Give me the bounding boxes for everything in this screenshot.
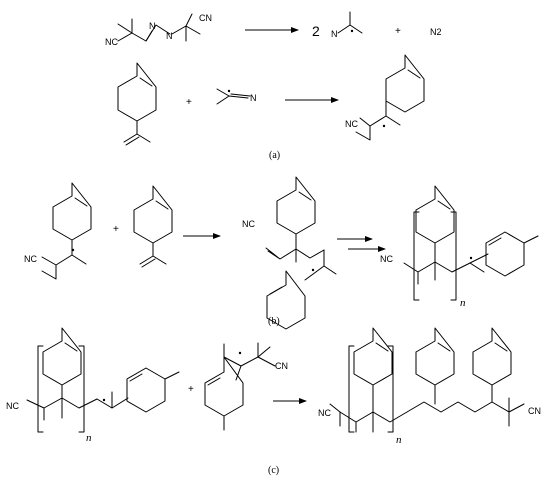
azo-n-label-2: N <box>166 31 173 41</box>
plus-sign: + <box>188 384 194 395</box>
polymer-radical-c: NC n <box>6 327 180 444</box>
repeat-index: n <box>86 432 92 444</box>
isobutyronitrile-radical: N <box>216 88 257 105</box>
nitrogen-label: N2 <box>430 27 442 37</box>
plus-sign: + <box>186 97 192 108</box>
adduct-radical-c: CN <box>204 342 288 431</box>
adduct-radical: NC <box>345 54 425 141</box>
plus-sign: + <box>113 224 119 235</box>
polymer-radical: NC n <box>380 185 539 309</box>
azo-n-label: N <box>149 21 156 31</box>
coefficient: 2 <box>312 23 320 39</box>
nitrile-label: NC <box>242 219 255 229</box>
nitrile-label: N <box>331 29 338 39</box>
nitrile-label: NC <box>318 408 331 418</box>
nitrile-label: NC <box>345 119 358 129</box>
nitrile-label: NC <box>380 254 393 264</box>
limonene <box>117 62 157 146</box>
nitrile-label: CN <box>275 361 288 371</box>
limonene-b <box>133 185 173 268</box>
terminated-polymer: NC CN n <box>318 327 541 446</box>
nitrile-label: NC <box>6 401 19 411</box>
caption-a: (a) <box>269 150 280 161</box>
nitrile-label: NC <box>105 37 118 47</box>
cyano-radical: N <box>331 11 363 39</box>
repeat-index: n <box>396 434 402 446</box>
nitrile-label: N <box>250 93 257 103</box>
caption-c: (c) <box>268 465 279 476</box>
dimer-radical: NC <box>242 176 337 330</box>
repeat-index: n <box>460 297 466 309</box>
nitrile-label: CN <box>199 13 212 23</box>
adduct-radical-b: NC <box>24 182 92 280</box>
aibn-molecule: NC N N CN <box>105 13 212 47</box>
nitrile-label: NC <box>24 254 37 264</box>
caption-b: (b) <box>268 316 280 327</box>
nitrile-label: CN <box>528 406 541 416</box>
plus-sign: + <box>395 26 401 37</box>
